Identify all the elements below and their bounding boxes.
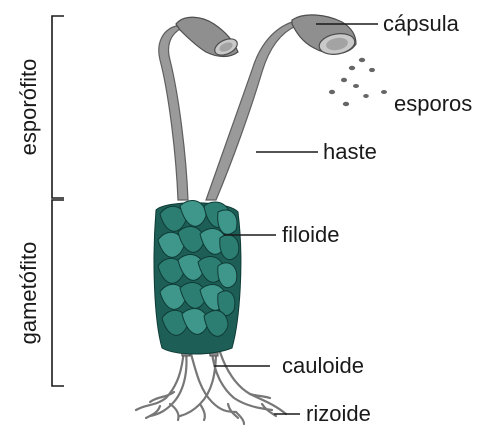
label-capsula: cápsula [383, 11, 460, 36]
rhizoid-tangle [136, 350, 286, 424]
right-capsule [292, 15, 356, 57]
spores [329, 58, 387, 106]
label-cauloide: cauloide [282, 353, 364, 378]
label-haste: haste [323, 139, 377, 164]
gametophyte-label: gametófito [16, 242, 41, 345]
label-rizoide: rizoide [306, 401, 371, 426]
sporophyte-bracket [52, 16, 64, 198]
left-capsule [176, 17, 240, 58]
label-esporos: esporos [394, 91, 472, 116]
gametophyte-bracket [52, 200, 64, 386]
sporophyte-label: esporófito [16, 59, 41, 156]
label-filoide: filoide [282, 222, 339, 247]
leafy-shoot [154, 201, 241, 354]
